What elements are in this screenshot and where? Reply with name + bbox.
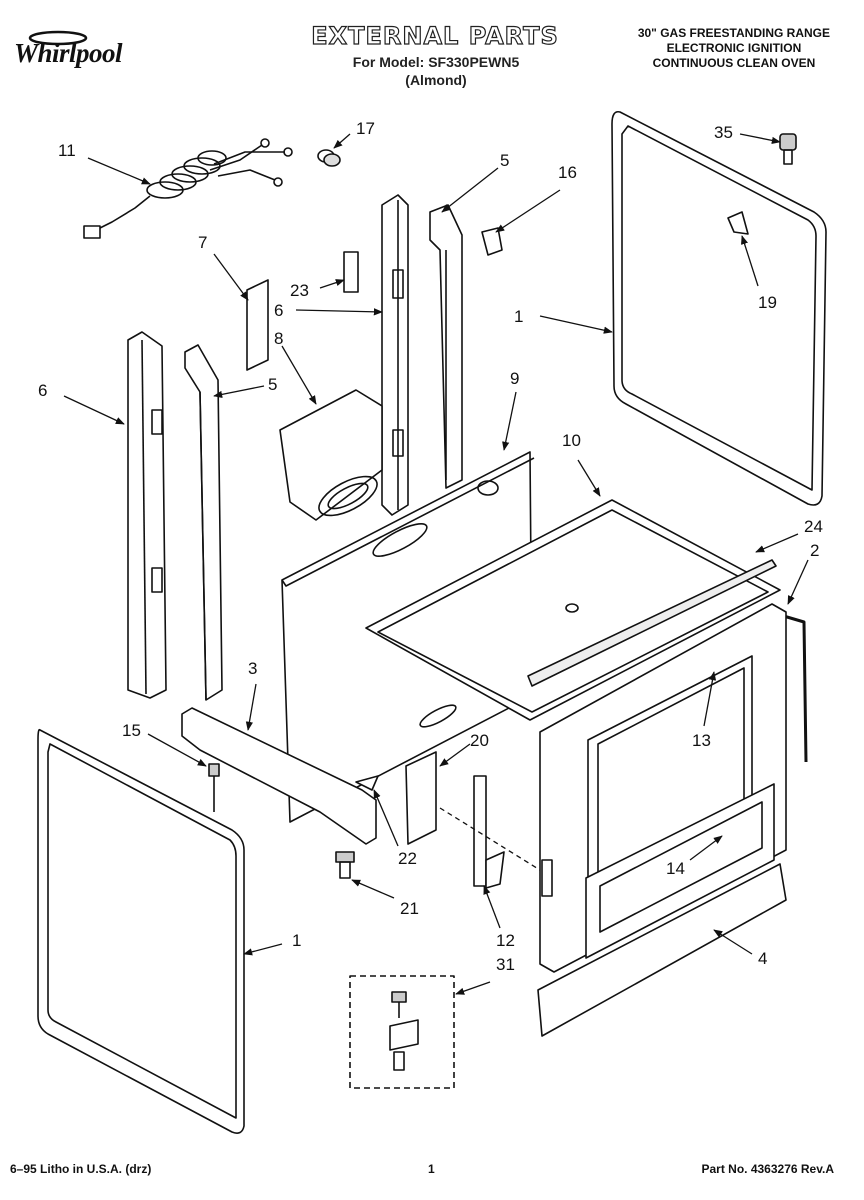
callout-22: 22 xyxy=(398,849,417,868)
callout-8: 8 xyxy=(274,329,283,348)
kick-panel-part xyxy=(537,863,787,1037)
callout-11: 11 xyxy=(58,141,76,160)
exploded-parts-diagram: 11 17 5 16 35 19 1 7 23 6 8 6 5 9 10 24 … xyxy=(37,110,827,1134)
callout-10: 10 xyxy=(562,431,581,450)
front-frame-part xyxy=(539,603,787,973)
side-rail-part xyxy=(429,204,463,489)
top-panel-part xyxy=(365,499,781,721)
lower-rear-rail-part xyxy=(181,707,377,845)
callout-20: 20 xyxy=(470,731,489,750)
callout-14: 14 xyxy=(666,859,685,878)
callout-31: 31 xyxy=(496,955,515,974)
clip-part xyxy=(481,227,503,256)
vent-duct-part xyxy=(279,389,383,521)
power-cord-part xyxy=(83,138,293,239)
product-line-3: CONTINUOUS CLEAN OVEN xyxy=(652,56,816,70)
screw-part xyxy=(208,763,220,812)
callout-35: 35 xyxy=(714,123,733,142)
left-side-rail-part xyxy=(184,344,223,701)
callout-17: 17 xyxy=(356,119,375,138)
burner-bracket-part xyxy=(405,751,437,845)
callout-6-top: 6 xyxy=(274,301,283,320)
callout-23: 23 xyxy=(290,281,309,300)
callout-19: 19 xyxy=(758,293,777,312)
product-description: 30" GAS FREESTANDING RANGE ELECTRONIC IG… xyxy=(638,26,830,71)
color-variant: (Almond) xyxy=(405,72,467,88)
callout-13: 13 xyxy=(692,731,711,750)
brand-logo-swoosh-icon xyxy=(28,30,88,46)
clip-part-22 xyxy=(355,775,379,791)
callout-5-left: 5 xyxy=(268,375,277,394)
callout-21: 21 xyxy=(400,899,419,918)
callout-16: 16 xyxy=(558,163,577,182)
callout-4: 4 xyxy=(758,949,767,968)
brand-logo: Whirlpool xyxy=(14,38,123,68)
callout-24: 24 xyxy=(804,517,823,536)
page-number: 1 xyxy=(428,1162,435,1176)
left-side-channel-part xyxy=(127,331,167,699)
product-line-1: 30" GAS FREESTANDING RANGE xyxy=(637,26,830,40)
callout-1-left: 1 xyxy=(292,931,301,950)
callout-15: 15 xyxy=(122,721,141,740)
grommet-part xyxy=(317,149,341,167)
side-panel-frame-part xyxy=(611,110,827,506)
callout-7: 7 xyxy=(198,233,207,252)
left-side-panel-part xyxy=(37,728,245,1134)
cord-bracket-part xyxy=(246,279,269,371)
callout-9: 9 xyxy=(510,369,519,388)
leveling-leg-part xyxy=(779,133,797,165)
part-number: Part No. 4363276 Rev.A xyxy=(701,1162,834,1176)
trim-strip-part xyxy=(527,559,777,687)
callout-1-right: 1 xyxy=(514,307,523,326)
leveling-foot-part xyxy=(335,851,355,879)
rear-side-channel-part xyxy=(381,194,409,516)
callout-6-left: 6 xyxy=(38,381,47,400)
callout-3: 3 xyxy=(248,659,257,678)
clip-part-19 xyxy=(727,211,749,235)
product-line-2: ELECTRONIC IGNITION xyxy=(666,41,802,55)
callout-2: 2 xyxy=(810,541,819,560)
page-title: EXTERNAL PARTS xyxy=(311,21,559,50)
callout-12: 12 xyxy=(496,931,515,950)
print-info: 6–95 Litho in U.S.A. (drz) xyxy=(10,1162,152,1176)
model-line: For Model: SF330PEWN5 xyxy=(352,54,520,70)
hardware-kit-box xyxy=(349,975,455,1089)
bracket-part xyxy=(343,251,359,293)
door-hinge-part xyxy=(473,775,505,889)
callout-5-top: 5 xyxy=(500,151,509,170)
